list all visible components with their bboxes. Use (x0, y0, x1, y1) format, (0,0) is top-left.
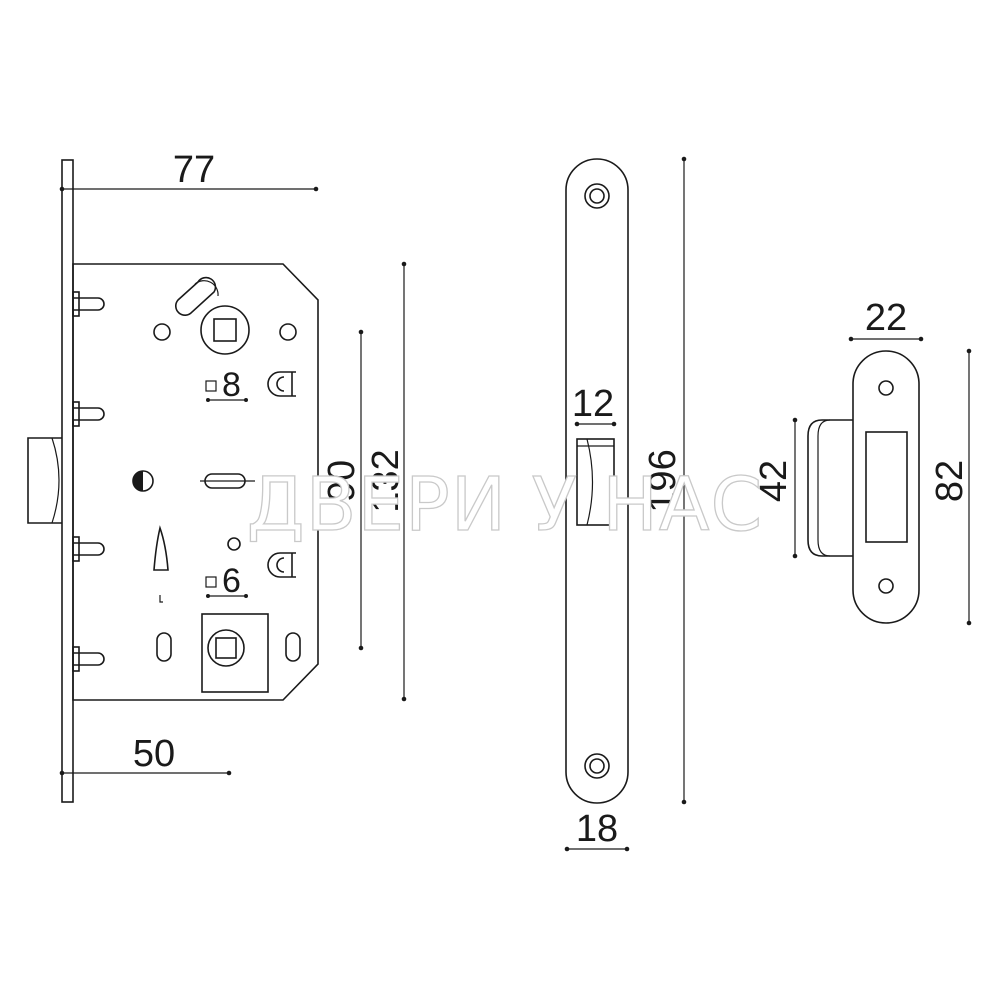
faceplate-screw-hole (584, 183, 610, 209)
watermark: ДВЕРИ У НАС (247, 462, 763, 548)
faceplate-screw (72, 646, 105, 672)
faceplate-view: 12 18 196 (564, 156, 687, 852)
lever-spring (194, 280, 219, 297)
latch-opening (576, 438, 615, 526)
strike-screw-hole (878, 380, 894, 396)
u-slot (267, 552, 296, 578)
faceplate-screw (72, 291, 105, 317)
body-height-label: 132 (365, 449, 407, 512)
latch-bevel (51, 437, 60, 524)
square-symbol (205, 380, 217, 392)
thumbturn-follower (207, 629, 245, 667)
handle-square-label: 8 (222, 366, 241, 404)
spring-slot (204, 473, 246, 489)
latch-bolt (27, 437, 62, 524)
strike-width-label: 22 (865, 297, 907, 339)
lock-body-view: 8 6 77 50 (27, 149, 407, 803)
lock-faceplate (61, 159, 74, 803)
lever-arm (175, 276, 217, 316)
faceplate-width-label: 18 (576, 808, 618, 850)
faceplate-outline (565, 158, 629, 804)
strike-opening (865, 431, 908, 543)
thumbturn-square-hole (215, 637, 237, 659)
mount-slot (156, 632, 172, 662)
strike-plate-view: 22 42 82 (753, 297, 972, 626)
bolt-notch (153, 525, 169, 571)
faceplate-height-label: 196 (642, 449, 684, 512)
strike-outline (852, 350, 920, 624)
center-distance-label: 90 (321, 460, 363, 502)
thumbturn-square-label: 6 (222, 562, 241, 600)
faceplate-screw (72, 401, 105, 427)
pin-hole (227, 537, 241, 551)
thumbturn-housing (201, 613, 269, 693)
strike-lip-label: 42 (753, 460, 795, 502)
mount-hole (279, 323, 297, 341)
mount-slot (285, 632, 301, 662)
handle-square-hole (213, 318, 237, 342)
mount-hole (153, 323, 171, 341)
latch-width-label: 12 (572, 383, 614, 425)
strike-height-label: 82 (929, 460, 971, 502)
strike-lip (807, 419, 853, 557)
handle-follower (200, 305, 250, 355)
body-width-label: 77 (173, 149, 215, 191)
faceplate-screw (72, 536, 105, 562)
u-slot (267, 371, 296, 397)
square-symbol (205, 576, 217, 588)
faceplate-screw-hole (584, 753, 610, 779)
strike-screw-hole (878, 578, 894, 594)
lock-case (72, 263, 319, 701)
backset-label: 50 (133, 733, 175, 775)
